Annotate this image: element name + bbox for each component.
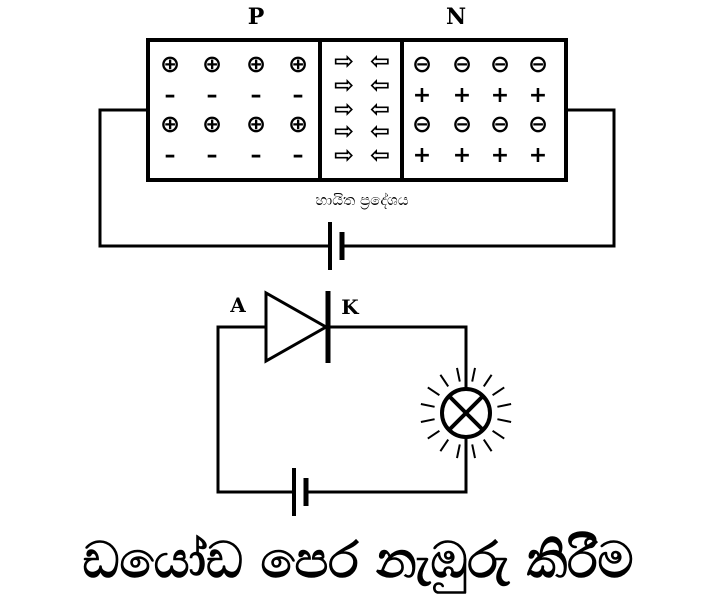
n-donor-ion: ⊖ [490, 110, 510, 138]
light-ray [420, 403, 435, 408]
n-electron-carrier: + [529, 143, 547, 168]
p-hole-carrier: – [293, 83, 304, 108]
diagram-title: ඩයෝඩ පෙර නැඹුරු කිරීම [82, 531, 634, 589]
n-electron-carrier: + [491, 83, 509, 108]
n-electron-carrier: + [413, 143, 431, 168]
light-ray [492, 429, 505, 440]
n-donor-ion: ⊖ [412, 110, 432, 138]
light-ray [439, 439, 450, 452]
n-donor-ion: ⊖ [528, 110, 548, 138]
light-ray [482, 439, 493, 452]
light-ray [439, 374, 450, 387]
light-ray [471, 444, 476, 459]
diode-symbol [264, 290, 331, 364]
arrow-left: ⇦ [370, 47, 390, 75]
depletion-region-label: හායිත ප්‍රදේශය [315, 191, 408, 210]
p-acceptor-ion: ⊕ [160, 110, 180, 138]
upper-battery-symbol [328, 222, 345, 270]
p-hole-carrier: – [207, 83, 218, 108]
n-electron-carrier: + [453, 83, 471, 108]
light-ray [482, 374, 493, 387]
light-ray [492, 386, 505, 397]
n-donor-ion: ⊖ [452, 50, 472, 78]
arrow-right: ⇨ [334, 141, 354, 169]
n-electron-carrier: + [529, 83, 547, 108]
p-hole-carrier: – [293, 143, 304, 168]
n-donor-ion: ⊖ [452, 110, 472, 138]
light-ray [427, 386, 440, 397]
p-hole-carrier: – [165, 143, 176, 168]
n-donor-ion: ⊖ [528, 50, 548, 78]
n-electron-carrier: + [453, 143, 471, 168]
light-ray [497, 418, 512, 423]
p-hole-carrier: – [165, 83, 176, 108]
light-ray [456, 367, 461, 382]
p-hole-carrier: – [207, 143, 218, 168]
lower-circuit-wires [216, 325, 468, 494]
cathode-label: K [341, 295, 359, 319]
p-hole-carrier: – [251, 83, 262, 108]
n-electron-carrier: + [491, 143, 509, 168]
arrow-left: ⇦ [370, 71, 390, 99]
p-acceptor-ion: ⊕ [288, 50, 308, 78]
light-ray [497, 403, 512, 408]
lamp-symbol [420, 367, 512, 459]
light-ray [471, 367, 476, 382]
p-acceptor-ion: ⊕ [202, 110, 222, 138]
pn-junction-block [146, 38, 568, 182]
p-hole-carrier: – [251, 143, 262, 168]
p-acceptor-ion: ⊕ [288, 110, 308, 138]
lower-battery-symbol [292, 468, 309, 516]
p-acceptor-ion: ⊕ [246, 50, 266, 78]
n-donor-ion: ⊖ [412, 50, 432, 78]
light-ray [456, 444, 461, 459]
p-region-label: P [248, 4, 265, 30]
arrow-right: ⇨ [334, 95, 354, 123]
arrow-left: ⇦ [370, 141, 390, 169]
anode-label: A [229, 293, 246, 317]
light-ray [427, 429, 440, 440]
charge-symbols: ⊕ ⊕ ⊕ ⊕ ⊖ ⊖ ⊖ ⊖ ⊕ ⊕ ⊕ ⊕ ⊖ ⊖ ⊖ ⊖ – – – – + + + + – – – – + + + + ⇨ ⇦ ⇨ ⇦ ⇨ ⇦ ⇨ ⇦… [160, 47, 548, 169]
light-ray [420, 418, 435, 423]
lamp-light-rays [420, 367, 512, 459]
p-acceptor-ion: ⊕ [160, 50, 180, 78]
upper-circuit-wires [98, 108, 616, 248]
n-region-label: N [446, 4, 466, 30]
p-acceptor-ion: ⊕ [202, 50, 222, 78]
arrow-left: ⇦ [370, 117, 390, 145]
arrow-left: ⇦ [370, 95, 390, 123]
arrow-right: ⇨ [334, 47, 354, 75]
arrow-right: ⇨ [334, 71, 354, 99]
n-electron-carrier: + [413, 83, 431, 108]
n-donor-ion: ⊖ [490, 50, 510, 78]
p-acceptor-ion: ⊕ [246, 110, 266, 138]
arrow-right: ⇨ [334, 117, 354, 145]
